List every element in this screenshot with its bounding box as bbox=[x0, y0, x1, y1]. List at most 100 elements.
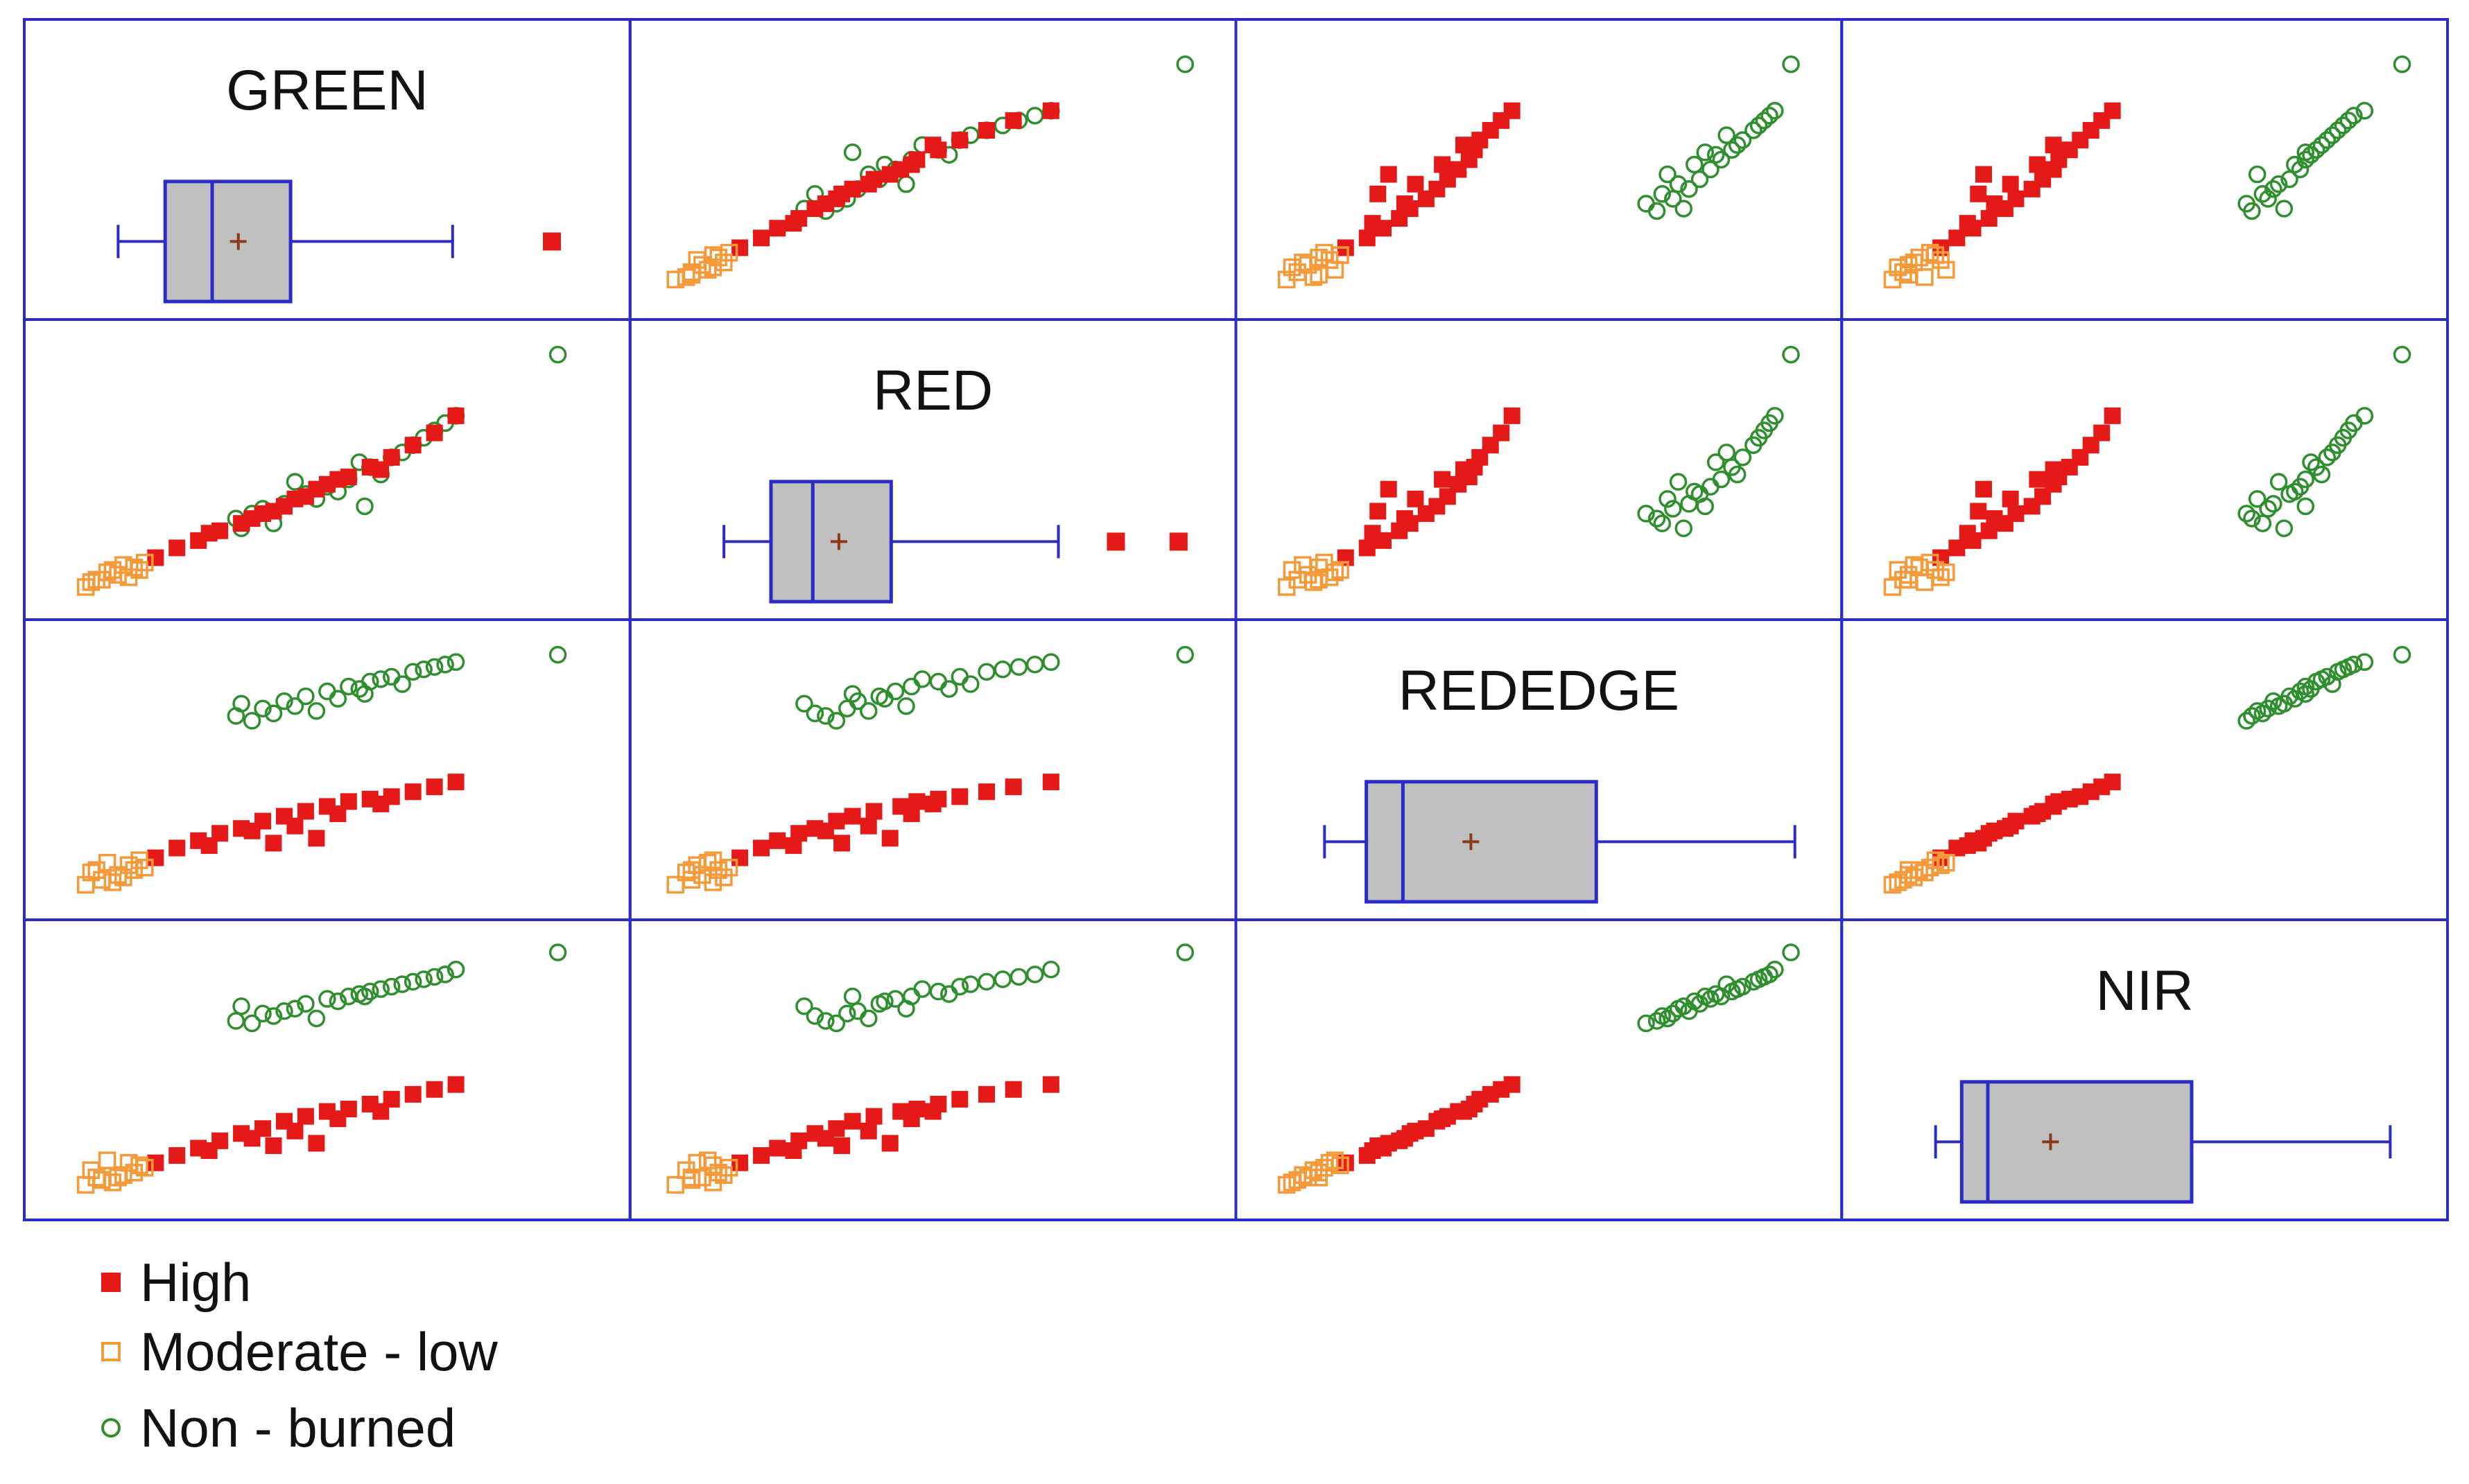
point-non-burned-nir-vs-green-0 bbox=[227, 1012, 245, 1030]
point-non-burned-nir-vs-red-17 bbox=[860, 1009, 878, 1028]
point-high-rededge-vs-red-17 bbox=[860, 817, 877, 835]
point-high-nir-vs-rededge-21 bbox=[1369, 1137, 1387, 1154]
point-non-burned-nir-vs-rededge-14 bbox=[1686, 992, 1704, 1011]
point-high-red-vs-nir-16 bbox=[1986, 510, 2003, 527]
point-non-burned-nir-vs-rededge-16 bbox=[1717, 975, 1735, 993]
point-high-nir-vs-green-0 bbox=[147, 1154, 164, 1171]
point-high-nir-vs-rededge-17 bbox=[1407, 1122, 1424, 1140]
point-non-burned-nir-vs-green-4 bbox=[318, 990, 336, 1008]
point-moderate-low-nir-vs-rededge-1 bbox=[1288, 1171, 1306, 1189]
point-high-green-vs-red-2 bbox=[769, 220, 786, 237]
point-non-burned-rededge-vs-green-5 bbox=[340, 677, 358, 696]
point-moderate-low-rededge-vs-green-4 bbox=[82, 864, 101, 882]
point-non-burned-rededge-vs-green-15 bbox=[350, 680, 369, 698]
point-moderate-low-green-vs-red-11 bbox=[704, 246, 722, 264]
point-high-green-vs-red-21 bbox=[833, 185, 851, 202]
point-high-red-vs-nir-18 bbox=[2029, 471, 2046, 488]
point-moderate-low-green-vs-rededge-5 bbox=[1283, 258, 1301, 277]
point-high-red-vs-rededge-15 bbox=[1364, 525, 1381, 542]
point-high-green-vs-nir-21 bbox=[1970, 185, 1987, 202]
point-high-nir-vs-red-21 bbox=[833, 1137, 851, 1154]
point-non-burned-nir-vs-red-1 bbox=[838, 1004, 856, 1023]
point-high-red-vs-nir-19 bbox=[2045, 461, 2062, 478]
point-high-rededge-vs-green-17 bbox=[286, 817, 304, 835]
point-non-burned-nir-vs-red-18 bbox=[913, 980, 931, 998]
point-non-burned-rededge-vs-red-19 bbox=[994, 661, 1012, 679]
point-high-rededge-vs-green-18 bbox=[329, 805, 347, 823]
point-non-burned-red-vs-rededge-15 bbox=[1706, 453, 1725, 471]
point-high-red-vs-rededge-14 bbox=[1503, 407, 1521, 424]
point-non-burned-red-vs-nir-18 bbox=[2312, 465, 2331, 484]
legend: High Moderate - low Non - burned bbox=[97, 1248, 929, 1476]
point-non-burned-nir-vs-green-1 bbox=[254, 1004, 272, 1023]
point-high-rededge-vs-red-2 bbox=[769, 832, 786, 849]
point-non-burned-rededge-vs-nir-22 bbox=[2275, 695, 2294, 713]
point-moderate-low-nir-vs-red-10 bbox=[682, 1169, 701, 1187]
point-high-rededge-vs-green-19 bbox=[372, 795, 390, 812]
point-high-nir-vs-red-20 bbox=[881, 1135, 899, 1152]
point-non-burned-nir-vs-green-8 bbox=[404, 972, 422, 991]
point-high-green-vs-rededge-15 bbox=[1364, 215, 1381, 232]
point-non-burned-rededge-vs-red-14 bbox=[876, 690, 894, 708]
point-moderate-low-red-vs-rededge-7 bbox=[1315, 553, 1333, 572]
point-high-nir-vs-red-16 bbox=[817, 1130, 834, 1147]
point-moderate-low-nir-vs-red-11 bbox=[704, 1156, 722, 1174]
point-non-burned-red-vs-nir-22 bbox=[2275, 519, 2294, 537]
variable-title-rededge: REDEDGE bbox=[1398, 659, 1680, 722]
point-moderate-low-nir-vs-rededge-11 bbox=[1331, 1156, 1349, 1174]
point-high-nir-vs-green-16 bbox=[243, 1130, 261, 1147]
point-non-burned-nir-vs-red-19 bbox=[994, 970, 1012, 988]
point-non-burned-nir-vs-green-14 bbox=[329, 992, 347, 1011]
point-high-rededge-vs-red-11 bbox=[951, 788, 969, 805]
point-non-burned-green-vs-rededge-9 bbox=[1755, 112, 1774, 130]
point-non-burned-nir-vs-rededge-15 bbox=[1706, 985, 1725, 1003]
point-moderate-low-red-vs-nir-8 bbox=[1937, 564, 1955, 582]
point-moderate-low-rededge-vs-nir-6 bbox=[1932, 856, 1950, 874]
point-moderate-low-nir-vs-red-0 bbox=[666, 1176, 684, 1194]
point-non-burned-rededge-vs-green-4 bbox=[318, 682, 336, 701]
point-high-red-vs-nir-21 bbox=[1970, 503, 1987, 520]
point-non-burned-rededge-vs-red-8 bbox=[978, 663, 996, 681]
point-non-burned-nir-vs-green-23 bbox=[356, 987, 374, 1006]
point-high-green-vs-red-16 bbox=[817, 195, 834, 212]
point-non-burned-nir-vs-red-16 bbox=[962, 975, 980, 993]
point-non-burned-rededge-vs-green-12 bbox=[243, 712, 261, 730]
point-high-rededge-vs-green-1 bbox=[168, 839, 186, 857]
point-high-rededge-vs-green-16 bbox=[243, 822, 261, 839]
point-non-burned-nir-vs-red-20 bbox=[806, 1007, 824, 1025]
point-non-burned-green-vs-red-23 bbox=[843, 143, 862, 162]
point-non-burned-green-vs-rededge-13 bbox=[1669, 175, 1688, 193]
point-high-nir-vs-rededge-14 bbox=[1503, 1076, 1521, 1093]
point-non-burned-green-vs-nir-1 bbox=[2259, 190, 2277, 208]
point-non-burned-red-vs-rededge-13 bbox=[1669, 473, 1688, 491]
point-moderate-low-green-vs-nir-10 bbox=[1899, 265, 1918, 284]
point-moderate-low-rededge-vs-red-9 bbox=[715, 868, 733, 887]
point-high-red-vs-green-12 bbox=[404, 437, 422, 454]
point-non-burned-green-vs-rededge-3 bbox=[1690, 170, 1709, 189]
point-high-nir-vs-green-12 bbox=[404, 1085, 422, 1103]
point-high-green-vs-red-15 bbox=[785, 215, 802, 232]
point-non-burned-nir-vs-green-22 bbox=[232, 997, 250, 1015]
point-non-burned-red-vs-nir-19 bbox=[2334, 428, 2353, 447]
point-high-rededge-vs-red-13 bbox=[1005, 778, 1022, 796]
point-non-burned-rededge-vs-green-7 bbox=[382, 667, 401, 686]
point-non-burned-rededge-vs-green-9 bbox=[425, 658, 444, 676]
point-non-burned-rededge-vs-red-18 bbox=[913, 670, 931, 688]
point-high-red-vs-nir-5 bbox=[2007, 505, 2025, 523]
boxplot-box-nir bbox=[1959, 1080, 2194, 1204]
point-moderate-low-green-vs-rededge-4 bbox=[1304, 268, 1323, 286]
point-non-burned-rededge-vs-red-12 bbox=[827, 712, 846, 730]
point-high-rededge-vs-green-15 bbox=[200, 837, 218, 854]
point-moderate-low-nir-vs-green-11 bbox=[130, 1156, 148, 1174]
point-non-burned-rededge-vs-red-21 bbox=[1025, 655, 1044, 674]
point-non-burned-red-vs-rededge-4 bbox=[1701, 478, 1719, 496]
point-moderate-low-nir-vs-red-9 bbox=[715, 1166, 733, 1185]
point-non-burned-rededge-vs-green-23 bbox=[356, 685, 374, 703]
point-non-burned-green-vs-rededge-17 bbox=[1658, 165, 1677, 184]
point-non-burned-green-vs-rededge-8 bbox=[1744, 121, 1762, 139]
point-non-burned-red-vs-green-11 bbox=[548, 345, 567, 364]
point-non-burned-green-vs-rededge-19 bbox=[1749, 116, 1768, 134]
point-high-green-vs-red-13 bbox=[1005, 112, 1022, 129]
point-non-burned-rededge-vs-green-21 bbox=[436, 655, 454, 674]
boxplot-outlier-green-0 bbox=[542, 232, 561, 251]
